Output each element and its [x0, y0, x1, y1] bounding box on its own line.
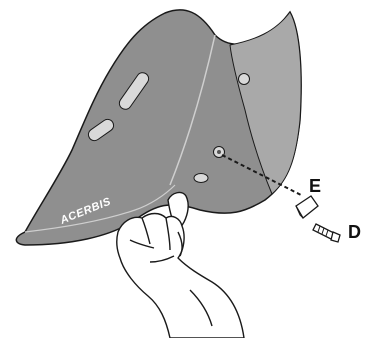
- skid-plate-side-flange: [229, 11, 302, 195]
- callout-label-e: E: [309, 176, 321, 196]
- installation-guide-line: [221, 154, 304, 197]
- part-e-clip: [295, 195, 319, 219]
- skid-plate-fold-line: [169, 34, 216, 186]
- part-d-bolt: [312, 223, 341, 243]
- skid-plate: ACERBIS: [15, 9, 302, 246]
- callout-label-d: D: [348, 222, 361, 242]
- vent-slot-lower: [87, 118, 115, 142]
- hand-illustration: [115, 191, 245, 338]
- mount-hole-bottom: [193, 173, 209, 183]
- vent-slot-upper: [118, 72, 150, 110]
- mount-hole-top: [238, 73, 250, 85]
- skid-plate-lower-lip: [24, 184, 176, 233]
